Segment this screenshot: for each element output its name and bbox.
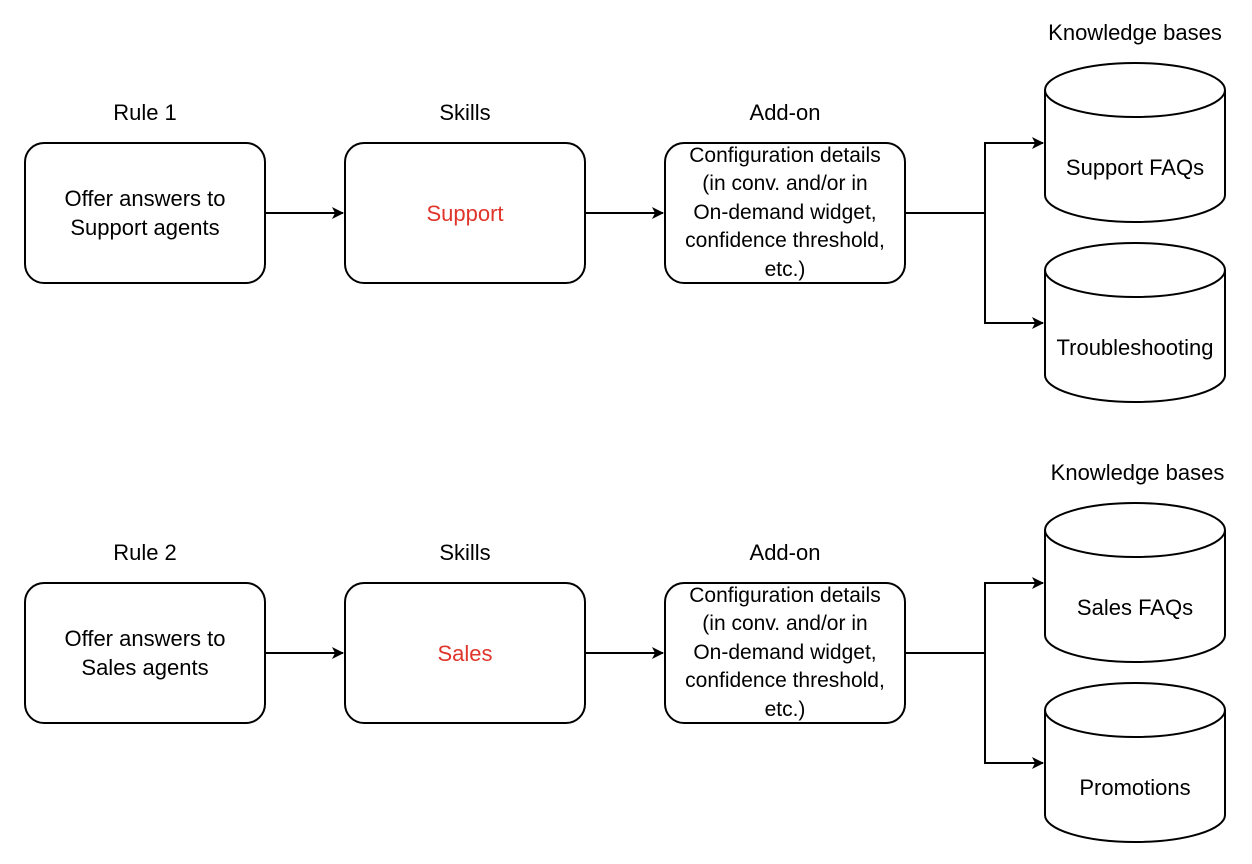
kb-label: Sales FAQs [1076, 595, 1194, 620]
addon-title: Add-on [749, 100, 821, 125]
kb-label: Troubleshooting [1056, 335, 1214, 360]
addon-title: Add-on [749, 540, 821, 565]
rule-box[interactable]: Offer answers to Support agents [24, 142, 266, 284]
kb-label: Promotions [1079, 775, 1191, 800]
cylinder-kb-support-faqs [1044, 62, 1226, 223]
skills-title: Skills [439, 540, 491, 565]
addon-text-line: etc.) [764, 257, 806, 281]
arrow-addon1-to-kb1 [905, 137, 1044, 214]
rule-text-line: Sales agents [81, 655, 209, 680]
addon-text-line: On-demand widget, [693, 200, 877, 224]
rule-text-line: Offer answers to [64, 186, 226, 211]
arrow-addon1-to-kb2 [984, 213, 1044, 329]
addon-text-line: (in conv. and/or in [702, 612, 868, 636]
arrow-addon2-to-kb2 [984, 653, 1044, 769]
skill-box[interactable]: Sales [344, 582, 586, 724]
rule-text-line: Offer answers to [64, 626, 226, 651]
addon-box[interactable]: Configuration details (in conv. and/or i… [664, 582, 906, 724]
skill-label: Support [426, 200, 504, 226]
rule-box[interactable]: Offer answers to Sales agents [24, 582, 266, 724]
addon-text-line: confidence threshold, [685, 229, 885, 253]
cylinder-kb-sales-faqs [1044, 502, 1226, 663]
knowledge-bases-title: Knowledge bases [1050, 460, 1225, 485]
skill-box[interactable]: Support [344, 142, 586, 284]
arrow-addon2-to-kb1 [905, 577, 1044, 654]
knowledge-bases-title: Knowledge bases [1048, 20, 1222, 45]
skill-label: Sales [437, 640, 493, 666]
skills-title: Skills [439, 100, 491, 125]
rule-title: Rule 2 [113, 540, 177, 565]
addon-text-line: confidence threshold, [685, 669, 885, 693]
addon-text-line: Configuration details [689, 143, 881, 167]
addon-text-line: On-demand widget, [693, 640, 877, 664]
cylinder-kb-promotions [1044, 682, 1226, 843]
addon-text-line: etc.) [764, 697, 806, 721]
rule-text-line: Support agents [70, 215, 220, 240]
cylinder-kb-troubleshooting [1044, 242, 1226, 403]
rule-title: Rule 1 [113, 100, 177, 125]
kb-label: Support FAQs [1065, 155, 1205, 180]
addon-text-line: Configuration details [689, 583, 881, 607]
addon-box[interactable]: Configuration details (in conv. and/or i… [664, 142, 906, 284]
addon-text-line: (in conv. and/or in [702, 172, 868, 196]
